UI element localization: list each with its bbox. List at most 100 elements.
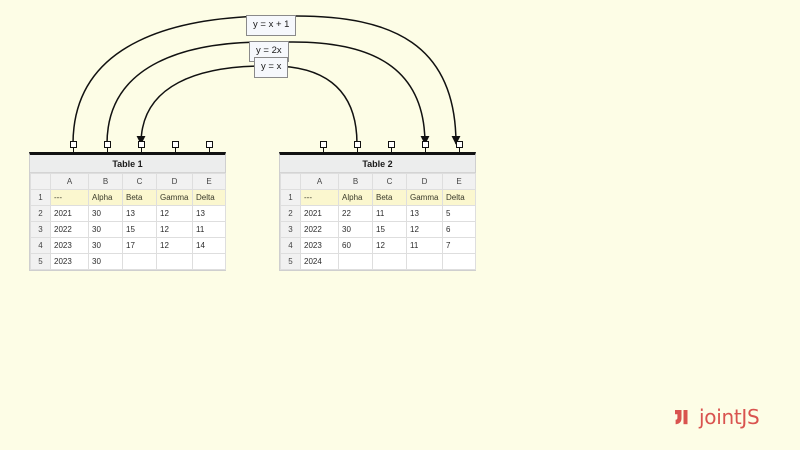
table-1-cell-b1[interactable]: Alpha	[88, 189, 123, 206]
table-1-cell-b4[interactable]: 30	[88, 237, 123, 254]
table-1-cell-d2[interactable]: 12	[156, 205, 193, 222]
table-1-cell-a1[interactable]: ---	[50, 189, 89, 206]
table-1-colhead-a[interactable]: A	[50, 173, 89, 190]
table-2-rowhead-1: 1	[280, 189, 301, 206]
table-2-cell-e3[interactable]: 6	[442, 221, 476, 238]
table-1-port-1[interactable]	[69, 141, 77, 148]
table-1-port-4[interactable]	[171, 141, 179, 148]
port-stem	[390, 147, 392, 156]
table-2-cell-e4[interactable]: 7	[442, 237, 476, 254]
table-row: 4 2023 60 12 11 7	[280, 237, 476, 254]
table-1-cell-b5[interactable]: 30	[88, 253, 123, 270]
table-1-cell-c4[interactable]: 17	[122, 237, 157, 254]
table-1-column-header-row: A B C D E	[30, 173, 226, 190]
table-2-column-header-row: A B C D E	[280, 173, 476, 190]
table-2-cell-a1[interactable]: ---	[300, 189, 339, 206]
table-2-cell-a3[interactable]: 2022	[300, 221, 339, 238]
port-stem	[72, 147, 74, 156]
table-row: 1 --- Alpha Beta Gamma Delta	[30, 189, 226, 206]
table-row: 5 2023 30	[30, 253, 226, 270]
table-row: 5 2024	[280, 253, 476, 270]
table-2-cell-c1[interactable]: Beta	[372, 189, 407, 206]
table-2-rowhead-5: 5	[280, 253, 301, 270]
table-2-colhead-e[interactable]: E	[442, 173, 476, 190]
corner-cell	[30, 173, 51, 190]
table-2-cell-b2[interactable]: 22	[338, 205, 373, 222]
table-2-cell-d5[interactable]	[406, 253, 443, 270]
table-2-colhead-c[interactable]: C	[372, 173, 407, 190]
table-1-colhead-b[interactable]: B	[88, 173, 123, 190]
table-2-cell-a2[interactable]: 2021	[300, 205, 339, 222]
link-label-y-x[interactable]: y = x	[254, 57, 289, 78]
table-2-cell-d3[interactable]: 12	[406, 221, 443, 238]
table-1-colhead-c[interactable]: C	[122, 173, 157, 190]
table-1-port-3[interactable]	[137, 141, 145, 148]
table-2-colhead-a[interactable]: A	[300, 173, 339, 190]
corner-cell	[280, 173, 301, 190]
table-2-cell-d4[interactable]: 11	[406, 237, 443, 254]
table-2-port-4[interactable]	[421, 141, 429, 148]
port-stem	[106, 147, 108, 156]
table-2-cell-b3[interactable]: 30	[338, 221, 373, 238]
table-1-cell-d3[interactable]: 12	[156, 221, 193, 238]
table-row: 3 2022 30 15 12 11	[30, 221, 226, 238]
table-1-cell-c2[interactable]: 13	[122, 205, 157, 222]
jointjs-logo-mark	[675, 410, 688, 425]
table-2-port-2[interactable]	[353, 141, 361, 148]
table-1-cell-d5[interactable]	[156, 253, 193, 270]
table-2-cell-b4[interactable]: 60	[338, 237, 373, 254]
link-path-y-x	[136, 65, 358, 145]
table-2-cell-d2[interactable]: 13	[406, 205, 443, 222]
table-1-cell-a5[interactable]: 2023	[50, 253, 89, 270]
table-2-port-1[interactable]	[319, 141, 327, 148]
table-1-cell-e2[interactable]: 13	[192, 205, 226, 222]
table-1-cell-c5[interactable]	[122, 253, 157, 270]
table-1-cell-a3[interactable]: 2022	[50, 221, 89, 238]
table-2-port-5[interactable]	[455, 141, 463, 148]
table-1-cell-a2[interactable]: 2021	[50, 205, 89, 222]
table-1-rowhead-4: 4	[30, 237, 51, 254]
table-2-rowhead-2: 2	[280, 205, 301, 222]
table-2-cell-d1[interactable]: Gamma	[406, 189, 443, 206]
table-1-title: Table 1	[30, 155, 225, 173]
table-2-colhead-d[interactable]: D	[406, 173, 443, 190]
table-2-cell-b1[interactable]: Alpha	[338, 189, 373, 206]
table-1-port-5[interactable]	[205, 141, 213, 148]
table-1-rowhead-3: 3	[30, 221, 51, 238]
table-1-port-2[interactable]	[103, 141, 111, 148]
table-1-cell-b3[interactable]: 30	[88, 221, 123, 238]
table-2-cell-e2[interactable]: 5	[442, 205, 476, 222]
table-2-cell-c2[interactable]: 11	[372, 205, 407, 222]
table-2-port-3[interactable]	[387, 141, 395, 148]
table-element-table-2[interactable]: Table 2 A B C D E 1 --- Alpha	[279, 152, 476, 271]
table-2-colhead-b[interactable]: B	[338, 173, 373, 190]
table-1-cell-e1[interactable]: Delta	[192, 189, 226, 206]
port-stem	[174, 147, 176, 156]
table-1-cell-e4[interactable]: 14	[192, 237, 226, 254]
link-label-y-x-plus-1[interactable]: y = x + 1	[246, 15, 297, 36]
table-2-cell-e1[interactable]: Delta	[442, 189, 476, 206]
table-2-cell-c3[interactable]: 15	[372, 221, 407, 238]
table-1-cell-b2[interactable]: 30	[88, 205, 123, 222]
table-element-table-1[interactable]: Table 1 A B C D E 1 --- Alpha	[29, 152, 226, 271]
table-2-cell-a5[interactable]: 2024	[300, 253, 339, 270]
table-1-cell-e3[interactable]: 11	[192, 221, 226, 238]
table-1-cell-c3[interactable]: 15	[122, 221, 157, 238]
table-2-cell-b5[interactable]	[338, 253, 373, 270]
table-2-cell-c4[interactable]: 12	[372, 237, 407, 254]
table-1-cell-d4[interactable]: 12	[156, 237, 193, 254]
table-1-colhead-d[interactable]: D	[156, 173, 193, 190]
port-stem	[322, 147, 324, 156]
table-1-grid: A B C D E 1 --- Alpha Beta Gamma Delta 2…	[30, 173, 226, 270]
table-1-cell-a4[interactable]: 2023	[50, 237, 89, 254]
port-stem	[356, 147, 358, 156]
table-2-cell-a4[interactable]: 2023	[300, 237, 339, 254]
table-1-cell-e5[interactable]	[192, 253, 226, 270]
table-1-rowhead-5: 5	[30, 253, 51, 270]
table-2-cell-c5[interactable]	[372, 253, 407, 270]
table-1-cell-d1[interactable]: Gamma	[156, 189, 193, 206]
table-2-cell-e5[interactable]	[442, 253, 476, 270]
table-1-colhead-e[interactable]: E	[192, 173, 226, 190]
table-1-cell-c1[interactable]: Beta	[122, 189, 157, 206]
